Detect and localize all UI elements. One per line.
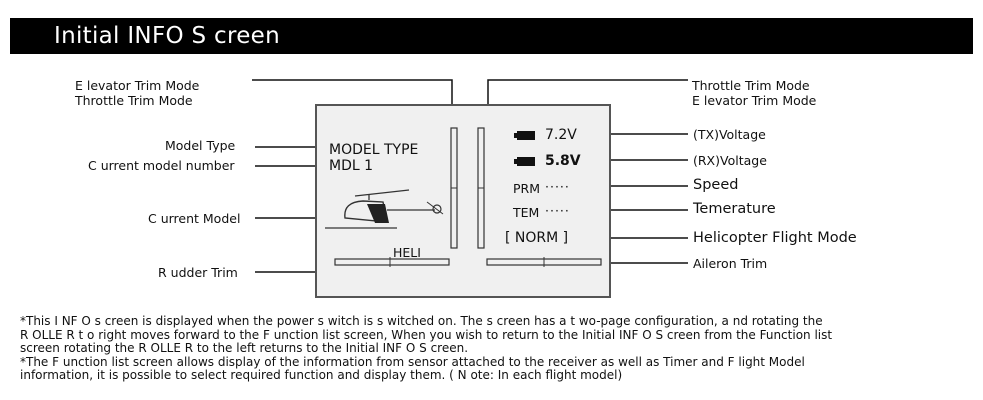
callout-throttle-trim-mode-left: Throttle Trim Mode — [75, 93, 193, 108]
lcd-rx-voltage: 5.8V — [545, 153, 581, 169]
rx-battery-icon — [517, 157, 535, 166]
title-banner: Initial INFO S creen — [10, 18, 973, 54]
callout-current-model: C urrent Model — [148, 211, 241, 226]
lcd-tx-voltage: 7.2V — [545, 127, 577, 143]
rudder-trim-bar — [334, 258, 450, 266]
callout-rx-voltage: (RX)Voltage — [693, 153, 767, 168]
callout-model-type: Model Type — [165, 138, 236, 153]
lcd-model-number: MDL 1 — [329, 158, 374, 174]
lcd-graphics — [325, 127, 602, 267]
page-title: Initial INFO S creen — [54, 23, 280, 49]
callout-current-model-number: C urrent model number — [88, 158, 235, 173]
lcd-flight-mode: [ NORM ] — [505, 230, 569, 246]
note-line: screen rotating the R OLLE R to the left… — [20, 341, 469, 355]
note-line: information, it is possible to select re… — [20, 368, 623, 382]
note-line: *The F unction list screen allows displa… — [20, 354, 805, 369]
lcd-tem-value: ····· — [545, 203, 570, 218]
callout-throttle-trim-mode-right: Throttle Trim Mode — [692, 78, 810, 93]
lcd-prm-value: ····· — [545, 179, 570, 194]
tx-battery-icon — [517, 131, 535, 140]
lcd-model-type: MODEL TYPE — [329, 142, 419, 158]
callout-tx-voltage: (TX)Voltage — [693, 127, 766, 142]
callout-rudder-trim: R udder Trim — [158, 265, 238, 280]
lcd-model-name: HELI — [393, 245, 421, 260]
callout-elevator-trim-mode-left: E levator Trim Mode — [75, 78, 200, 93]
footnotes: *This I NF O s creen is displayed when t… — [20, 314, 970, 383]
callout-aileron-trim: Aileron Trim — [693, 256, 768, 271]
lcd-prm-label: PRM — [513, 181, 541, 196]
note-line: *This I NF O s creen is displayed when t… — [20, 314, 823, 328]
helicopter-icon — [325, 189, 444, 229]
lcd-screen: MODEL TYPE MDL 1 HELI 7.2V 5.8V PRM ····… — [315, 104, 611, 298]
callout-flight-mode: Helicopter Flight Mode — [693, 230, 857, 246]
note-line: R OLLE R t o right moves forward to the … — [20, 327, 833, 342]
lcd-tem-label: TEM — [513, 205, 540, 220]
callout-speed: Speed — [693, 177, 739, 193]
callout-temperature: Temerature — [693, 201, 776, 217]
callout-elevator-trim-mode-right: E levator Trim Mode — [692, 93, 817, 108]
